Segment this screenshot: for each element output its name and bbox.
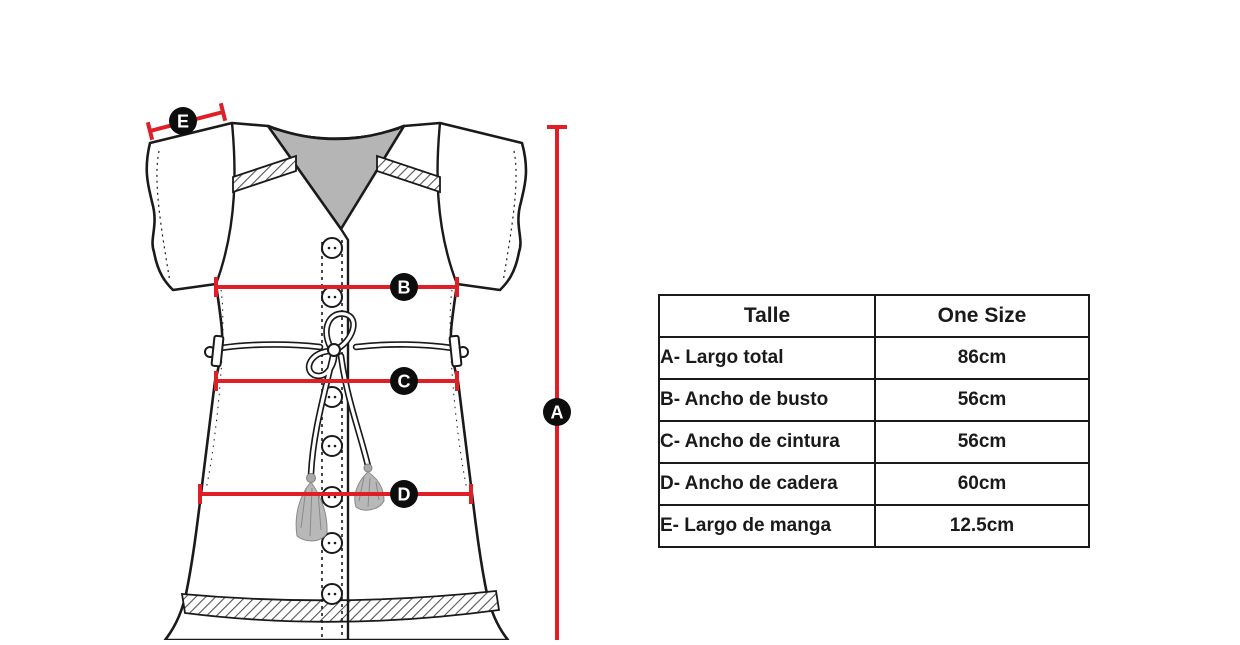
button-holes	[327, 246, 337, 596]
size-table: Talle One Size A- Largo total 86cm B- An…	[658, 294, 1090, 548]
tie-loop-right	[448, 334, 463, 368]
marker-b-letter: B	[398, 277, 411, 297]
size-table-header-one-size: One Size	[874, 294, 1090, 338]
garment-measurement-diagram: E B C D A	[145, 102, 571, 642]
table-row: C- Ancho de cintura 56cm	[658, 420, 1090, 464]
tassel-left	[295, 473, 328, 542]
size-table-header-row: Talle One Size	[658, 294, 1090, 338]
marker-a-letter: A	[551, 402, 564, 422]
sleeve-stitch-left	[156, 150, 171, 283]
marker-a: A	[543, 398, 571, 426]
table-row: E- Largo de manga 12.5cm	[658, 504, 1090, 548]
marker-c-letter: C	[398, 371, 411, 391]
sleeve-stitch-right	[502, 150, 517, 283]
tie-loop-left	[210, 334, 225, 368]
measure-label-c: C- Ancho de cintura	[658, 420, 876, 464]
tie-knot	[327, 343, 341, 357]
waist-tie	[204, 310, 469, 478]
tassel-right	[354, 463, 385, 511]
back-neckline-stitch	[272, 128, 400, 139]
size-table-container: Talle One Size A- Largo total 86cm B- An…	[658, 294, 1090, 548]
marker-d: D	[390, 480, 418, 508]
measure-value-e: 12.5cm	[874, 504, 1090, 548]
measure-line-d	[198, 484, 473, 504]
size-table-header-talle: Talle	[658, 294, 876, 338]
measure-label-e: E- Largo de manga	[658, 504, 876, 548]
table-row: B- Ancho de busto 56cm	[658, 378, 1090, 422]
shoulder-band-left	[232, 154, 297, 194]
marker-e-letter: E	[177, 111, 189, 131]
marker-d-letter: D	[398, 484, 411, 504]
armhole-seam-right	[436, 122, 459, 285]
measure-value-c: 56cm	[874, 420, 1090, 464]
placket-edge	[339, 228, 350, 640]
measure-label-a: A- Largo total	[658, 336, 876, 380]
table-row: A- Largo total 86cm	[658, 336, 1090, 380]
marker-e: E	[169, 107, 197, 135]
measure-label-b: B- Ancho de busto	[658, 378, 876, 422]
armhole-seam-left	[214, 122, 236, 285]
measure-line-a	[547, 125, 567, 640]
measure-value-b: 56cm	[874, 378, 1090, 422]
garment-diagram-svg: E B C D A	[145, 102, 571, 642]
table-row: D- Ancho de cadera 60cm	[658, 462, 1090, 506]
shoulder-band-right	[376, 154, 441, 194]
measure-value-d: 60cm	[874, 462, 1090, 506]
marker-c: C	[390, 367, 418, 395]
marker-b: B	[390, 273, 418, 301]
measure-value-a: 86cm	[874, 336, 1090, 380]
measure-label-d: D- Ancho de cadera	[658, 462, 876, 506]
hem-band	[180, 590, 501, 623]
